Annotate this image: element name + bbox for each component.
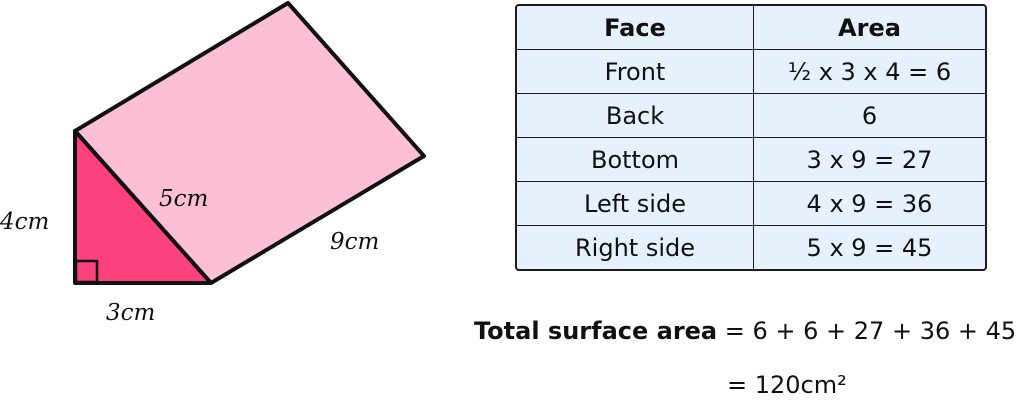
area-cell: 3 x 9 = 27 [754,138,985,182]
table-row: Bottom 3 x 9 = 27 [517,138,985,182]
right-angle-marker [74,259,99,284]
total-expression: = 6 + 6 + 27 + 36 + 45 [717,317,1017,345]
length-label: 9cm [330,229,379,255]
area-column-header: Area [754,6,985,50]
table-header-row: Face Area [517,6,985,50]
total-surface-area-equation: Total surface area = 6 + 6 + 27 + 36 + 4… [474,317,1016,345]
front-triangle-face [73,129,213,285]
area-cell: 4 x 9 = 36 [754,182,985,226]
face-cell: Right side [517,226,754,269]
table-row: Front ½ x 3 x 4 = 6 [517,50,985,94]
triangular-prism-diagram: 4cm 3cm 5cm 9cm [0,1,426,326]
height-label: 4cm [0,209,49,235]
area-cell: 6 [754,94,985,138]
slant-label: 5cm [159,186,208,212]
face-area-table: Face Area Front ½ x 3 x 4 = 6 Back 6 Bot… [515,4,987,271]
face-cell: Bottom [517,138,754,182]
base-label: 3cm [106,300,155,326]
area-cell: 5 x 9 = 45 [806,233,933,262]
table-row: Right side 5 x 9 = 45 [517,226,985,269]
total-label: Total surface area [474,317,718,345]
table-row: Left side 4 x 9 = 36 [517,182,985,226]
face-cell: Back [517,94,754,138]
table-row: Back 6 [517,94,985,138]
face-cell: Front [517,50,754,94]
area-cell: ½ x 3 x 4 = 6 [754,50,985,94]
total-result: = 120cm² [727,371,847,399]
face-cell: Left side [517,182,754,226]
face-column-header: Face [517,6,754,50]
